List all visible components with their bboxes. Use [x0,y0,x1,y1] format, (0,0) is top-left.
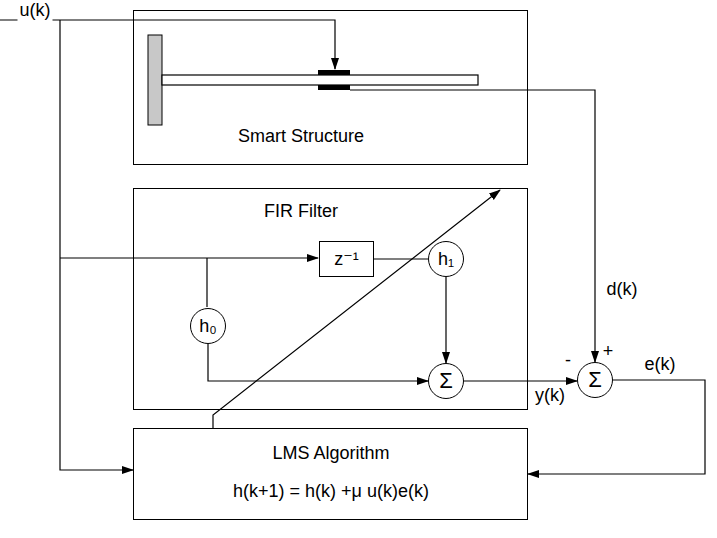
clamped-wall [148,35,162,125]
signal-name: d(k) [605,280,640,300]
node-title: LMS Algorithm [272,443,389,464]
sign-label: + [601,342,616,362]
algorithm-box: LMS Algorithm h(k+1) = h(k) +μ u(k)e(k) [133,428,528,520]
formula-text: h(k+1) = h(k) +μ u(k)e(k) [233,481,429,502]
node-title: Σ [439,370,453,392]
sensor-lead [350,89,528,90]
structure-box: Smart Structure [133,10,528,165]
delay-box: z⁻¹ [319,241,374,277]
adaptation-arrow [213,190,500,428]
signal-connector [374,258,428,259]
sign-label: - [563,351,573,371]
tap-wire [206,258,207,307]
input-wire [60,257,318,258]
signal-name: y(k) [533,386,567,406]
input-wire [60,20,133,470]
node-title: FIR Filter [264,201,338,222]
gain-circle: h₀ [190,308,226,344]
signal-connector [445,277,446,363]
gain-circle: h₁ [428,241,464,277]
signal-connector [464,380,577,381]
node-title: z⁻¹ [334,250,359,268]
signal-connector [528,90,595,362]
signal-connector [208,344,428,381]
input-wire [0,20,335,69]
summer-circle: Σ [428,363,464,399]
piezo-sensor [318,85,350,90]
cantilever-beam [162,75,478,85]
node-title: h₀ [199,317,216,335]
summer-circle: Σ [577,362,613,398]
node-title: Smart Structure [238,126,364,147]
signal-name: u(k) [18,1,53,21]
piezo-actuator [318,70,350,75]
filter-box: FIR Filter z⁻¹ h₁ h₀ Σ [133,188,528,410]
signal-connector [528,380,705,474]
node-title: h₁ [438,250,454,268]
signal-name: e(k) [643,355,678,375]
node-title: Σ [588,369,602,391]
